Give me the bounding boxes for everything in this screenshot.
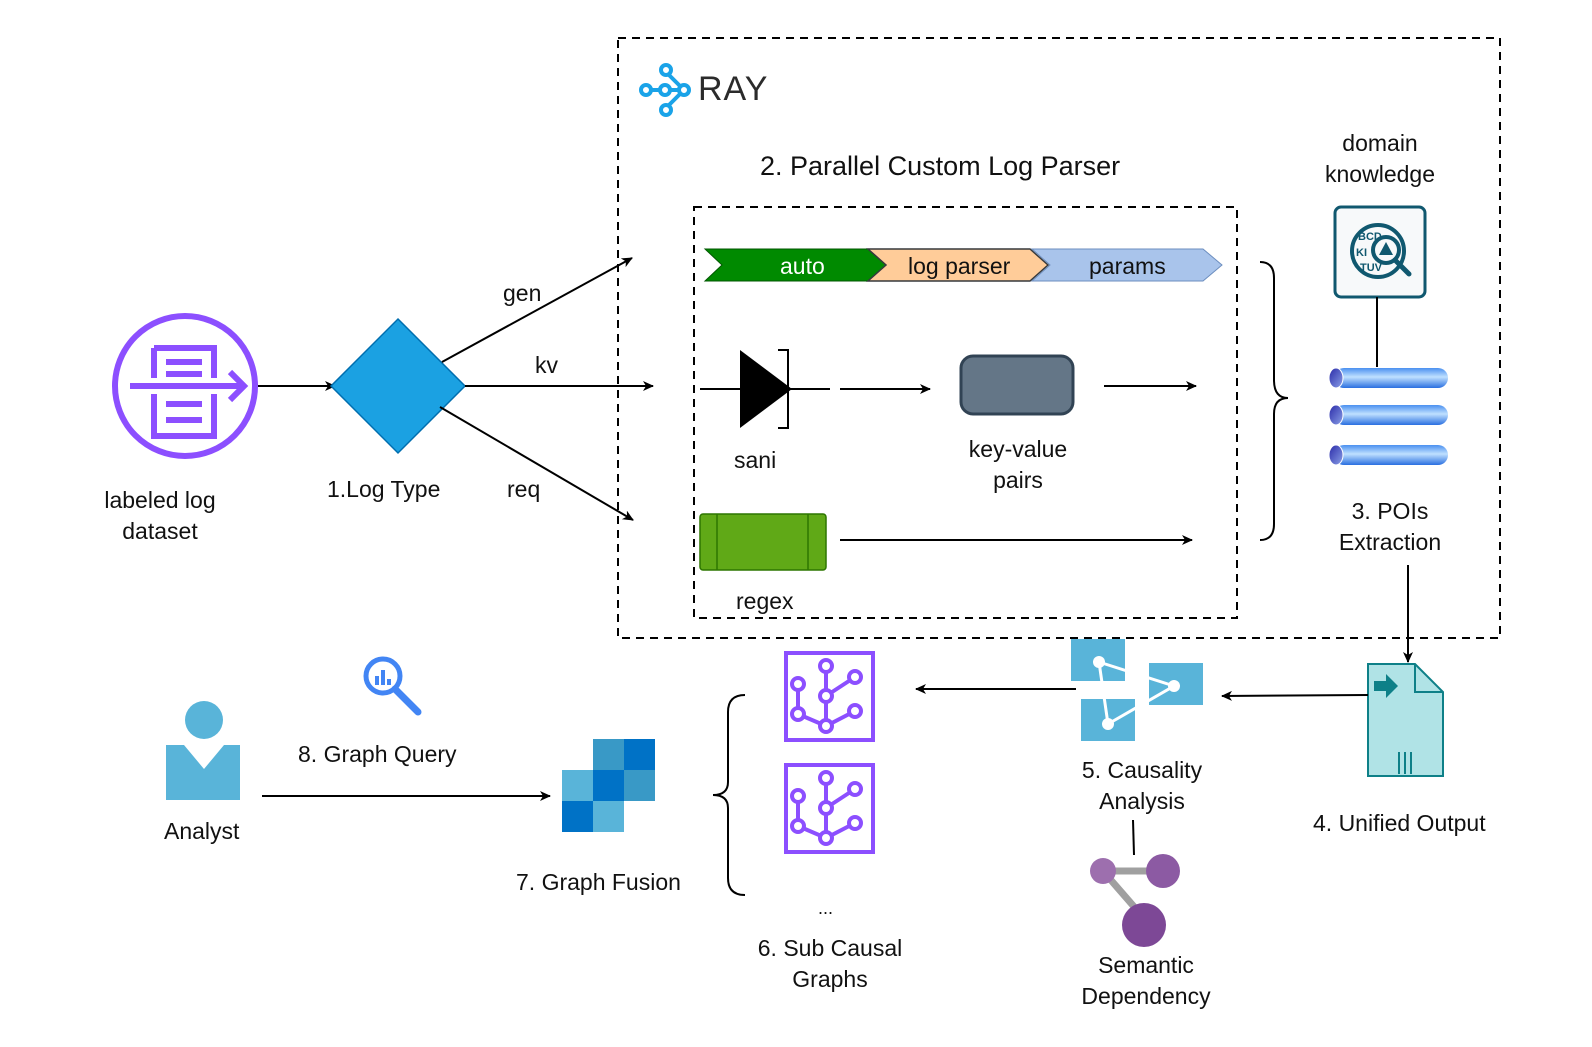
edge-gen	[441, 257, 633, 363]
user-icon	[166, 701, 240, 800]
edge-causality-semantic	[1132, 819, 1135, 856]
sani-label: sani	[734, 447, 777, 473]
causality-label-line1: 5. Causality	[1081, 757, 1203, 783]
tree-graph-icon	[784, 763, 875, 854]
graph-fusion-label: 7. Graph Fusion	[516, 869, 681, 895]
subgraphs-label-line1: 6. Sub Causal	[757, 935, 903, 961]
query-magnifier-icon	[363, 656, 422, 716]
svg-text:BCD: BCD	[1358, 231, 1382, 243]
pois-label: 3. POIs Extraction	[1320, 496, 1460, 558]
unified-output-label: 4. Unified Output	[1313, 810, 1486, 836]
kv-label-line1: key-value	[968, 436, 1068, 462]
document-export-icon	[1367, 663, 1444, 777]
edge-req	[439, 406, 634, 521]
ray-logo-icon	[639, 63, 691, 117]
step-params: params	[1089, 253, 1166, 279]
diode-icon	[700, 349, 830, 429]
pois-label-line1: 3. POIs	[1351, 498, 1429, 524]
causality-label-line2: Analysis	[1099, 788, 1185, 814]
svg-text:KI: KI	[1356, 247, 1367, 259]
semantic-label-line1: Semantic	[1098, 952, 1194, 978]
left-brace	[712, 694, 746, 896]
step-log-parser: log parser	[908, 253, 1011, 279]
kv-pairs-label: key-value pairs	[955, 434, 1081, 496]
domain-label-line1: domain	[1342, 130, 1418, 156]
domain-label-line2: knowledge	[1325, 161, 1435, 187]
tree-graph-icon	[784, 651, 875, 742]
dataset-label: labeled log dataset	[90, 485, 230, 547]
pois-label-line2: Extraction	[1338, 529, 1442, 555]
svg-text:TUV: TUV	[1360, 262, 1383, 274]
pipes-icon	[1328, 367, 1448, 466]
causality-label: 5. Causality Analysis	[1064, 755, 1220, 817]
semantic-label: Semantic Dependency	[1068, 950, 1224, 1012]
edge-label-req: req	[507, 476, 541, 502]
edge-label-gen: gen	[503, 280, 542, 306]
subgraphs-ellipsis: ...	[818, 898, 834, 918]
search-knowledge-icon: BCD KI TUV	[1333, 205, 1427, 299]
domain-knowledge-label: domain knowledge	[1310, 128, 1450, 190]
log-type-label: 1.Log Type	[327, 476, 441, 502]
step-params-shape	[1030, 248, 1223, 282]
kv-label-line2: pairs	[993, 467, 1043, 493]
subgraphs-label: 6. Sub Causal Graphs	[750, 933, 910, 995]
graph-query-label: 8. Graph Query	[298, 741, 457, 767]
fusion-blocks-icon	[562, 739, 655, 832]
regex-box	[699, 513, 827, 571]
kv-pairs-box	[959, 354, 1075, 416]
edge-label-kv: kv	[535, 352, 558, 378]
decision-diamond	[329, 317, 467, 455]
analyst-label: Analyst	[164, 818, 240, 844]
regex-label: regex	[736, 588, 794, 614]
subgraphs-label-line2: Graphs	[792, 966, 868, 992]
step-log-parser-shape	[866, 248, 1050, 282]
step-auto: auto	[780, 253, 825, 279]
dataset-label-line1: labeled log	[104, 487, 216, 513]
graph-network-icon	[1071, 639, 1203, 741]
semantic-label-line2: Dependency	[1081, 983, 1211, 1009]
semantic-graph-icon	[1090, 854, 1180, 947]
data-ingest-icon	[112, 313, 258, 459]
ray-cluster-box	[617, 37, 1501, 639]
edge-output-causality	[1221, 690, 1369, 701]
dataset-label-line2: dataset	[122, 518, 198, 544]
parser-title: 2. Parallel Custom Log Parser	[760, 151, 1121, 181]
right-brace	[1259, 261, 1289, 541]
parser-box	[693, 206, 1238, 619]
ray-logo-text: RAY	[698, 70, 769, 108]
